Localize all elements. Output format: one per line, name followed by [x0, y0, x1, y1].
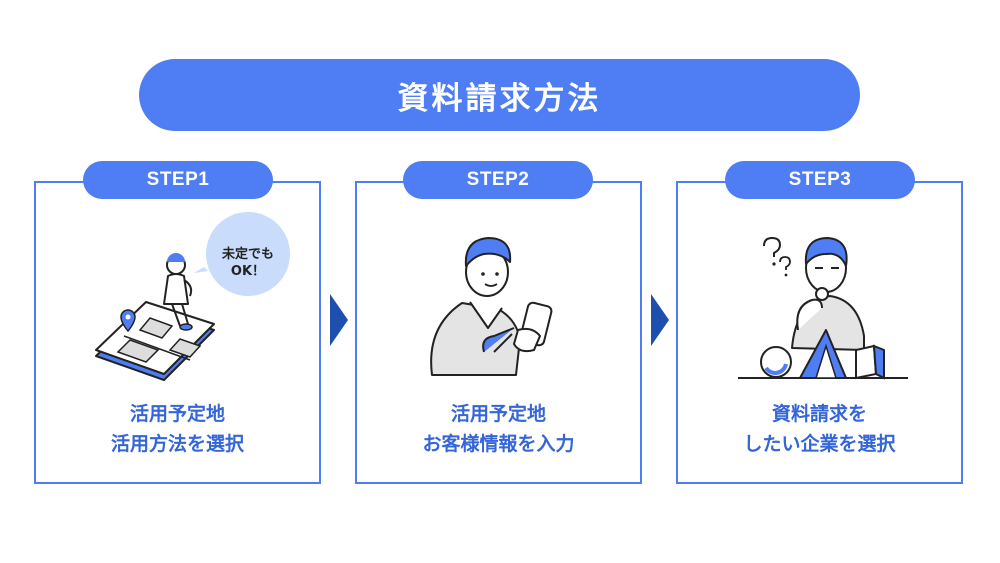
step-2-label: STEP2: [403, 161, 593, 199]
step-card-2: 活用予定地 お客様情報を入力: [355, 181, 642, 484]
step-1-line-1: 活用予定地: [129, 403, 225, 425]
step-1-description: 活用予定地 活用方法を選択: [36, 399, 319, 459]
step-card-3: 資料請求を したい企業を選択: [676, 181, 963, 484]
step-2-line-2: お客様情報を入力: [422, 433, 575, 455]
step-3-line-2: したい企業を選択: [743, 433, 896, 455]
step-3-label: STEP3: [725, 161, 915, 199]
step-1-bubble: 未定でも OK！: [202, 246, 294, 280]
arrow-right-icon: [330, 294, 348, 346]
arrow-right-icon: [651, 294, 669, 346]
step-3-description: 資料請求を したい企業を選択: [678, 399, 961, 459]
step-1-line-2: 活用方法を選択: [110, 433, 244, 455]
step-card-1: 活用予定地 活用方法を選択: [34, 181, 321, 484]
bubble-line-2: OK！: [230, 264, 266, 279]
step-3-line-1: 資料請求を: [771, 403, 867, 425]
step-1-label: STEP1: [83, 161, 273, 199]
bubble-line-1: 未定でも: [221, 247, 274, 262]
step-2-line-1: 活用予定地: [450, 403, 546, 425]
page-title: 資料請求方法: [139, 59, 860, 131]
step-2-description: 活用予定地 お客様情報を入力: [357, 399, 640, 459]
